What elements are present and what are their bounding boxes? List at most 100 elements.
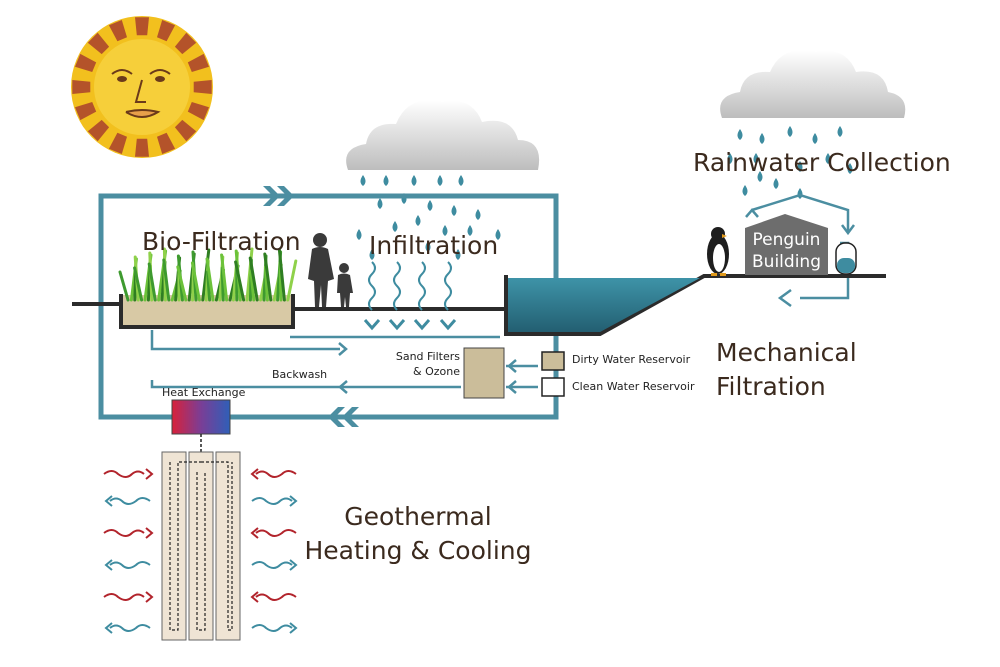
infiltration-squiggle: [368, 261, 376, 311]
penguin-building-line1: Penguin: [752, 230, 821, 250]
infiltration-arrowhead: [363, 319, 381, 331]
sun-ray: [187, 53, 209, 72]
grass-blade: [133, 266, 144, 302]
rain-drop: [495, 229, 501, 240]
hot-flow-arrow: [103, 593, 145, 601]
geothermal-line2: Heating & Cooling: [304, 536, 532, 565]
grass-blade: [234, 260, 246, 302]
rain-drop: [737, 129, 743, 140]
cold-flow-arrow: [109, 497, 151, 505]
rain-drops-left: [356, 175, 501, 260]
rain-drop: [369, 249, 375, 260]
penguin-building-line2: Building: [752, 252, 821, 272]
sun-ray: [187, 102, 209, 121]
rain-drop: [442, 225, 448, 236]
hot-flow-arrowhead: [250, 468, 259, 480]
rain-drop: [425, 241, 431, 252]
rain-drop: [455, 249, 461, 260]
people-icon: [308, 233, 353, 307]
sun-icon: [71, 16, 213, 158]
sun-ray: [135, 138, 149, 157]
grass-blade: [205, 257, 215, 302]
cold-flow-arrow: [251, 561, 293, 569]
heat-flow-arrows: [103, 468, 298, 634]
rain-drop: [383, 175, 389, 186]
cold-flow-arrow: [109, 561, 151, 569]
backwash-label: Backwash: [272, 368, 328, 381]
grass-blade: [220, 253, 229, 302]
cold-flow-arrow: [109, 624, 151, 632]
hot-flow-arrow: [255, 529, 297, 537]
grass-blade: [248, 256, 259, 302]
mechanical-filtration-line1: Mechanical: [716, 338, 857, 367]
grass-icon: [118, 247, 298, 302]
sun-ray: [174, 119, 197, 142]
rain-drop: [451, 205, 457, 216]
geothermal-label: Geothermal Heating & Cooling: [298, 500, 538, 568]
rain-tank-icon: [835, 242, 857, 275]
heat-exchanger-icon: [171, 399, 231, 435]
hot-flow-arrowhead: [145, 591, 154, 603]
cold-flow-arrow: [251, 624, 293, 632]
grass-blade: [277, 248, 286, 302]
geothermal-wells: [161, 451, 241, 641]
cold-flow-arrowhead: [104, 559, 113, 571]
cold-flow-arrowhead: [289, 559, 298, 571]
grass-blade: [245, 247, 254, 302]
sand-filters-label: Sand Filters & Ozone: [392, 349, 460, 379]
sun-ray: [75, 102, 97, 121]
infiltration-arrowhead: [413, 319, 431, 331]
rain-drop: [812, 133, 818, 144]
rain-drop: [377, 198, 383, 209]
clean-water-reservoir-label: Clean Water Reservoir: [572, 380, 695, 393]
sun-ray: [87, 119, 110, 142]
infiltration-squiggle: [444, 261, 452, 311]
dirty-water-reservoir-label: Dirty Water Reservoir: [572, 353, 691, 366]
rain-drop: [360, 175, 366, 186]
rain-drop: [825, 153, 831, 164]
rain-drop: [847, 163, 853, 174]
infiltration-label: Infiltration: [369, 231, 499, 260]
geothermal-line1: Geothermal: [344, 502, 492, 531]
sun-ray: [87, 32, 110, 55]
rain-drop: [773, 178, 779, 189]
hot-flow-arrowhead: [250, 591, 259, 603]
sand-filters-line1: Sand Filters: [395, 350, 460, 363]
rain-drop: [757, 171, 763, 182]
grass-blade: [162, 258, 171, 302]
infiltration-arrowhead: [388, 319, 406, 331]
dirty-reservoir-icon: [541, 351, 565, 371]
sun-ray: [135, 17, 149, 36]
penguin-icon: [707, 227, 729, 276]
cold-flow-arrow: [251, 497, 293, 505]
rain-drop: [753, 153, 759, 164]
flow-chevrons: [263, 186, 359, 427]
rain-drop: [467, 225, 473, 236]
mechanical-filtration-label: Mechanical Filtration: [716, 336, 857, 404]
hot-flow-arrow: [255, 470, 297, 478]
rain-drop: [797, 188, 803, 199]
infiltration-arrowhead: [439, 319, 457, 331]
rain-drop: [837, 126, 843, 137]
rain-drop: [727, 153, 733, 164]
mechanical-filtration-line2: Filtration: [716, 372, 826, 401]
rainwater-collection-label: Rainwater Collection: [693, 148, 951, 177]
cloud-icon-right: [720, 50, 906, 118]
inner-pipes: [150, 193, 855, 394]
rain-drop: [787, 126, 793, 137]
rain-drop: [356, 229, 362, 240]
heat-exchange-label: Heat Exchange: [162, 386, 246, 399]
hot-flow-arrowhead: [250, 527, 259, 539]
sun-ray: [157, 20, 176, 42]
rain-drop: [415, 215, 421, 226]
sun-ray: [75, 53, 97, 72]
rain-drop: [797, 161, 803, 172]
sand-filters-line2: & Ozone: [413, 365, 460, 378]
hot-flow-arrow: [103, 529, 145, 537]
grass-blade: [263, 252, 273, 302]
cold-flow-arrowhead: [289, 622, 298, 634]
rain-drop: [437, 175, 443, 186]
infiltration-arrows: [363, 261, 457, 331]
rain-drop: [411, 175, 417, 186]
